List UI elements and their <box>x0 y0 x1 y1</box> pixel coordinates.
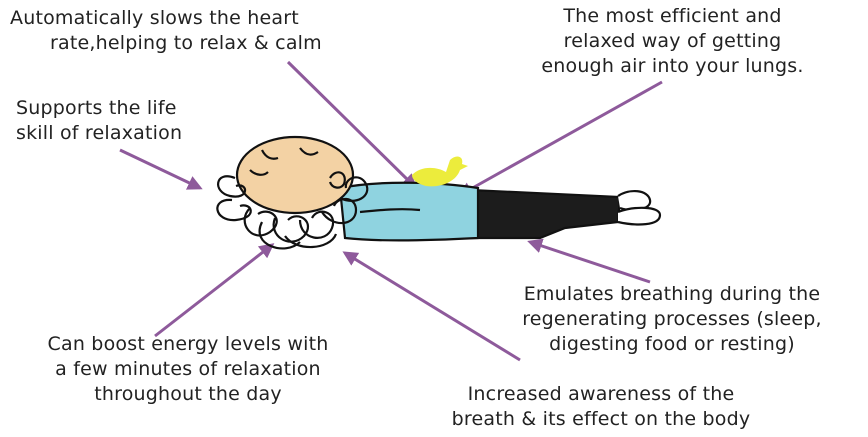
caption-emulates-line1: Emulates breathing during the <box>478 282 866 307</box>
caption-energy-line3: throughout the day <box>4 382 372 407</box>
arrow-energy <box>155 245 272 336</box>
arrow-efficient <box>460 82 662 195</box>
caption-heart-rate: Automatically slows the heart rate,helpi… <box>10 6 322 56</box>
caption-energy-line1: Can boost energy levels with <box>4 332 372 357</box>
caption-efficient-line1: The most efficient and <box>500 4 845 29</box>
bird-body <box>412 157 468 187</box>
caption-emulates-line2: regenerating processes (sleep, <box>478 307 866 332</box>
pants <box>470 190 620 238</box>
caption-awareness: Increased awareness of the breath & its … <box>412 382 790 432</box>
caption-energy: Can boost energy levels with a few minut… <box>4 332 372 407</box>
caption-efficient-line2: relaxed way of getting <box>500 29 845 54</box>
arrow-emulates <box>530 242 650 282</box>
caption-emulates-line3: digesting food or resting) <box>478 332 866 357</box>
caption-awareness-line1: Increased awareness of the <box>412 382 790 407</box>
caption-life-skill-line1: Supports the life <box>16 96 182 121</box>
caption-awareness-line2: breath & its effect on the body <box>412 407 790 432</box>
caption-emulates: Emulates breathing during the regenerati… <box>478 282 866 357</box>
caption-heart-rate-line1: Automatically slows the heart <box>10 6 322 31</box>
arrow-life-skill <box>120 150 200 188</box>
caption-heart-rate-line2: rate,helping to relax & calm <box>10 31 322 56</box>
caption-efficient-line3: enough air into your lungs. <box>500 54 845 79</box>
ear <box>330 172 345 187</box>
caption-efficient: The most efficient and relaxed way of ge… <box>500 4 845 79</box>
caption-energy-line2: a few minutes of relaxation <box>4 357 372 382</box>
caption-life-skill-line2: skill of relaxation <box>16 121 182 146</box>
person-lying-down <box>217 137 660 248</box>
caption-life-skill: Supports the life skill of relaxation <box>16 96 182 146</box>
foot-bottom <box>618 208 660 225</box>
bird <box>412 157 468 187</box>
